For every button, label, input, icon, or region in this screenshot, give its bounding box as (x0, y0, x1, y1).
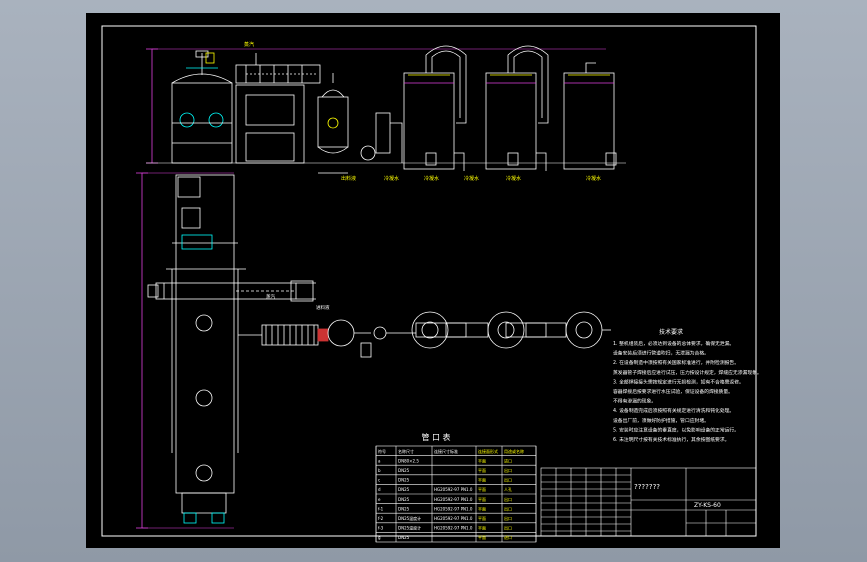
port-table-header-cell: 用途或名称 (504, 448, 524, 454)
label-outlet-1: 出料液 (341, 175, 356, 182)
port-table-title: 管 口 表 (421, 432, 450, 442)
title-block (540, 467, 757, 537)
port-table-cell: 出口 (504, 525, 512, 531)
port-table-cell: 平面 (478, 497, 486, 502)
tech-note-line: 6. 未注明尺寸按有关技术标准执行，其余按图纸要求。 (613, 436, 729, 443)
tech-note-line: 2. 在设备制造中须按照有关国家标准进行，并附检测报告。 (613, 359, 739, 366)
tech-note-line: 4. 设备制造完成后须按照有关规定进行清洗和钝化处理。 (613, 407, 734, 414)
drawing-border (101, 25, 757, 537)
port-table-cell: a (378, 458, 381, 463)
port-table-cell: 平面 (478, 487, 486, 492)
port-table-cell: b (378, 468, 381, 473)
label-steam: 蒸汽 (244, 41, 254, 48)
port-table-cell: e (378, 497, 381, 502)
port-table-header-cell: 连接面形式 (478, 448, 498, 454)
port-table-cell: 出口 (504, 515, 512, 521)
port-table-cell: DN80×2.5 (398, 458, 419, 463)
outlet-labels: 蒸汽 出料液 冷凝水 冷凝水 冷凝水 冷凝水 冷凝水 (244, 41, 601, 182)
port-table-cell: DN25 (398, 468, 410, 473)
port-table-cell: 平面 (478, 458, 486, 463)
port-table-cell: c (378, 478, 380, 483)
port-table-cell: 进口 (504, 534, 512, 540)
label-outlet-3: 冷凝水 (424, 175, 439, 182)
plan-label-steam: 蒸汽 (266, 293, 275, 300)
tech-note-line: 容器焊接后按要求进行水压试验，保证设备的焊接质量。 (613, 388, 733, 395)
port-table-cell: HG20592-97 PN1.0 (434, 506, 473, 511)
port-table-cell: DN25 (398, 497, 410, 502)
port-table-cell: 平面 (478, 478, 486, 483)
port-table-cell: f-3 (378, 526, 384, 531)
port-table-cell: 平面 (478, 535, 486, 540)
tech-note-line: 蒸发器管子焊接后应进行试压，压力按设计规定，焊缝应无渗漏现象。 (613, 369, 762, 376)
plan-labels: 蒸汽 进料液 (266, 293, 330, 311)
port-table-cell: DN25 (398, 478, 410, 483)
port-table-cell: HG20592-97 PN1.0 (434, 497, 473, 502)
label-outlet-4: 冷凝水 (464, 175, 479, 182)
port-table-cell: DN25 (398, 535, 410, 540)
port-table-header-cell: 连接尺寸标准 (434, 448, 458, 454)
port-table-cell: HG20592-97 PN1.0 (434, 487, 473, 492)
port-table-cell: 平面 (478, 516, 486, 521)
tech-note-line: 设备安装后须进行管道吹扫，无泄漏为合格。 (613, 350, 709, 357)
elevation-view (146, 45, 626, 174)
tech-note-line: 设备出厂前，须做好防护措施，管口应封堵。 (613, 417, 709, 424)
port-table-cell: 人孔 (504, 486, 512, 492)
port-table-cell: HG20592-97 PN1.0 (434, 526, 473, 531)
port-table-header-cell: 名称尺寸 (398, 448, 414, 454)
port-table-cell: DN25 (398, 487, 410, 492)
port-table-header-cell: 符号 (378, 448, 386, 454)
tech-note-line: 不得有渗漏的现象。 (613, 398, 656, 405)
plan-label-feed: 进料液 (316, 304, 330, 311)
port-table-cell: 平面 (478, 506, 486, 511)
port-table-cell: 平面 (478, 468, 486, 473)
port-table-cell: 出口 (504, 477, 512, 483)
plan-view (136, 172, 611, 529)
tech-note-line: 5. 安装时应注意设备的垂直度，以免影响设备的正常运行。 (613, 426, 739, 433)
title-block-name: ??????? (634, 483, 660, 491)
port-table-cell: DN25温度计 (398, 515, 421, 521)
tech-notes-title: 技术要求 (659, 328, 683, 336)
port-table-cell: DN25 (398, 506, 410, 511)
tech-note-line: 3. 全部焊接接头需按规定进行无损检测，如有不合格需返修。 (613, 378, 744, 385)
port-table-cell: 进口 (504, 457, 512, 463)
port-table-cell: HG20592-97 PN1.0 (434, 516, 473, 521)
tech-notes: 技术要求 1. 整机组装后，必须达到设备的总体要求，确保无泄漏。 设备安装后须进… (613, 328, 762, 443)
port-table-cell: 出口 (504, 505, 512, 511)
port-table-cell: f-2 (378, 516, 384, 521)
tech-note-line: 1. 整机组装后，必须达到设备的总体要求，确保无泄漏。 (613, 340, 734, 347)
port-table-cell: 平面 (478, 526, 486, 531)
label-outlet-5: 冷凝水 (506, 175, 521, 182)
label-outlet-6: 冷凝水 (586, 175, 601, 182)
port-table-cell: DN25温度计 (398, 525, 421, 531)
port-table-cell: d (378, 487, 381, 492)
drawing-number: ZY-KS-60 (694, 502, 721, 509)
drawing-canvas: 蒸汽 出料液 冷凝水 冷凝水 冷凝水 冷凝水 冷凝水 (101, 25, 762, 543)
label-outlet-2: 冷凝水 (384, 175, 399, 182)
port-table-cell: g (378, 535, 381, 540)
port-table-cell: 出口 (504, 496, 512, 502)
port-table-cell: 出口 (504, 467, 512, 473)
drawing-sheet: 蒸汽 出料液 冷凝水 冷凝水 冷凝水 冷凝水 冷凝水 (86, 13, 780, 548)
port-table-cell: f-1 (378, 506, 384, 511)
